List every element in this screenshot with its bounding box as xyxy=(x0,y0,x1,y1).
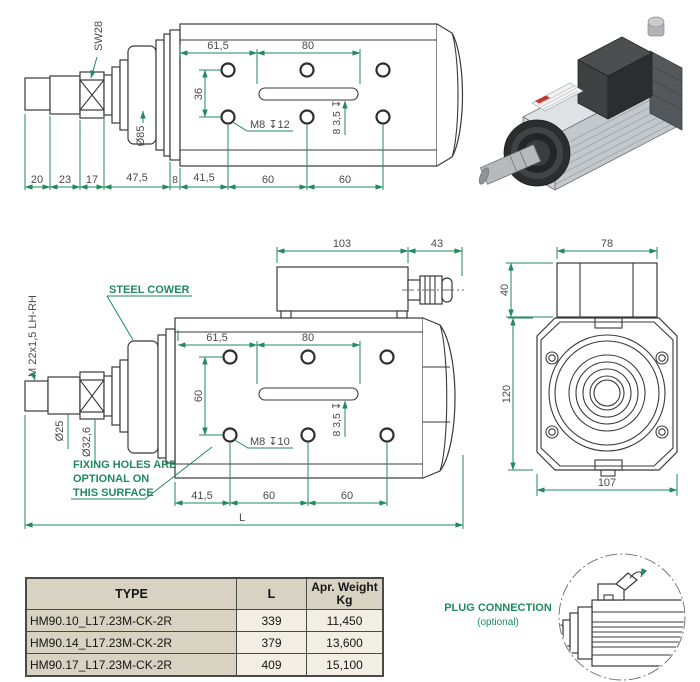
header-length: L xyxy=(236,577,307,610)
spec-table: TYPE L Apr. Weight Kg HM90.10_L17.23M-CK… xyxy=(25,577,384,677)
row1-weight: 11,450 xyxy=(306,609,384,632)
vent-ribs xyxy=(555,81,680,190)
front-view-circles xyxy=(548,334,666,452)
terminal-box-3d xyxy=(577,16,665,120)
dia85-label: Ø85 xyxy=(135,126,147,147)
dia32-6-label: Ø32,6 xyxy=(81,427,93,457)
header-weight-line1: Apr. Weight xyxy=(311,580,378,594)
middle-view-dimensions: 103 43 STEEL COWER M 22x1,5 LH-RH 61,5 8… xyxy=(24,238,464,529)
fixing-note-line1: FIXING HOLES ARE xyxy=(73,459,177,471)
spindle-3d-render xyxy=(478,16,683,191)
middle-side-view-drawing: 103 43 STEEL COWER M 22x1,5 LH-RH 61,5 8… xyxy=(24,238,464,529)
slot-depth-label-mid: 8 3,5 ↧ xyxy=(331,401,343,436)
plug-connection-title: PLUG CONNECTION xyxy=(444,602,552,614)
row1-length: 339 xyxy=(236,609,307,632)
dim-103: 103 xyxy=(333,238,351,250)
table-row: HM90.17_L17.23M-CK-2R 409 15,100 xyxy=(25,653,384,677)
dim-36: 36 xyxy=(193,88,205,100)
top-side-view-drawing: 61,5 80 36 M8 ↧12 8 3,5 ↧ Ø85 SW28 20 xyxy=(24,21,464,190)
dim-107: 107 xyxy=(598,477,616,489)
dim-120: 120 xyxy=(501,385,513,403)
fixing-note-line3: THIS SURFACE xyxy=(73,487,154,499)
dim-60a-mid: 60 xyxy=(263,490,275,502)
steel-cower-label: STEEL COWER xyxy=(109,284,190,296)
plug-connection-detail: PLUG CONNECTION (optional) xyxy=(444,553,686,681)
dim-60b-mid: 60 xyxy=(341,490,353,502)
header-type: TYPE xyxy=(25,577,237,610)
dim-80-mid: 80 xyxy=(302,332,314,344)
dim-60b: 60 xyxy=(339,174,351,186)
dim-60-vertical: 60 xyxy=(193,390,205,402)
row3-weight: 15,100 xyxy=(306,653,384,677)
plug-detail-drawing xyxy=(560,568,684,667)
front-view-drawing: 78 40 120 107 xyxy=(499,238,678,496)
fixing-note-line2: OPTIONAL ON xyxy=(73,473,149,485)
header-weight: Apr. Weight Kg xyxy=(306,577,384,610)
table-row: HM90.10_L17.23M-CK-2R 339 11,450 xyxy=(25,609,384,632)
table-row: HM90.14_L17.23M-CK-2R 379 13,600 xyxy=(25,631,384,654)
detail-circle xyxy=(558,553,686,681)
top-view-dimensions: 61,5 80 36 M8 ↧12 8 3,5 ↧ Ø85 SW28 20 xyxy=(24,21,384,190)
dim-20: 20 xyxy=(31,174,43,186)
front-view-bolt-holes xyxy=(545,351,669,439)
slot-depth-label: 8 3,5 ↧ xyxy=(331,99,343,134)
dim-40: 40 xyxy=(499,284,511,296)
dim-41-5: 41,5 xyxy=(193,172,214,184)
dim-60a: 60 xyxy=(262,174,274,186)
rating-label-3d xyxy=(531,82,584,112)
top-view-slot xyxy=(258,87,359,101)
sw28-label: SW28 xyxy=(93,21,105,51)
dim-8: 8 xyxy=(172,174,178,186)
dim-80: 80 xyxy=(302,40,314,52)
row1-type: HM90.10_L17.23M-CK-2R xyxy=(25,609,237,632)
middle-view-mounting-holes xyxy=(222,349,395,443)
row2-weight: 13,600 xyxy=(306,631,384,654)
spec-table-header-row: TYPE L Apr. Weight Kg xyxy=(25,577,384,610)
dim-61-5: 61,5 xyxy=(207,40,228,52)
dim-41-5-mid: 41,5 xyxy=(191,490,212,502)
flange-shaft-3d xyxy=(478,119,571,187)
row2-length: 379 xyxy=(236,631,307,654)
header-weight-line2: Kg xyxy=(336,593,353,607)
dim-17: 17 xyxy=(86,174,98,186)
front-view-dimensions: 78 40 120 107 xyxy=(499,238,678,496)
dia25-label: Ø25 xyxy=(54,421,66,442)
dim-23: 23 xyxy=(59,174,71,186)
row3-type: HM90.17_L17.23M-CK-2R xyxy=(25,653,237,677)
dim-43: 43 xyxy=(431,238,443,250)
row2-type: HM90.14_L17.23M-CK-2R xyxy=(25,631,237,654)
middle-view-slot xyxy=(258,387,359,401)
dim-78: 78 xyxy=(601,238,613,250)
shaft-thread-label: M 22x1,5 LH-RH xyxy=(27,295,39,377)
top-view-mounting-holes xyxy=(220,62,391,125)
dim-47-5: 47,5 xyxy=(126,172,147,184)
plug-connection-subtitle: (optional) xyxy=(477,617,519,628)
m8-depth-label-mid: M8 ↧10 xyxy=(250,436,290,448)
dim-61-5-mid: 61,5 xyxy=(206,332,227,344)
row3-length: 409 xyxy=(236,653,307,677)
m8-depth-label: M8 ↧12 xyxy=(250,119,290,131)
dim-L-overall: L xyxy=(239,512,245,524)
